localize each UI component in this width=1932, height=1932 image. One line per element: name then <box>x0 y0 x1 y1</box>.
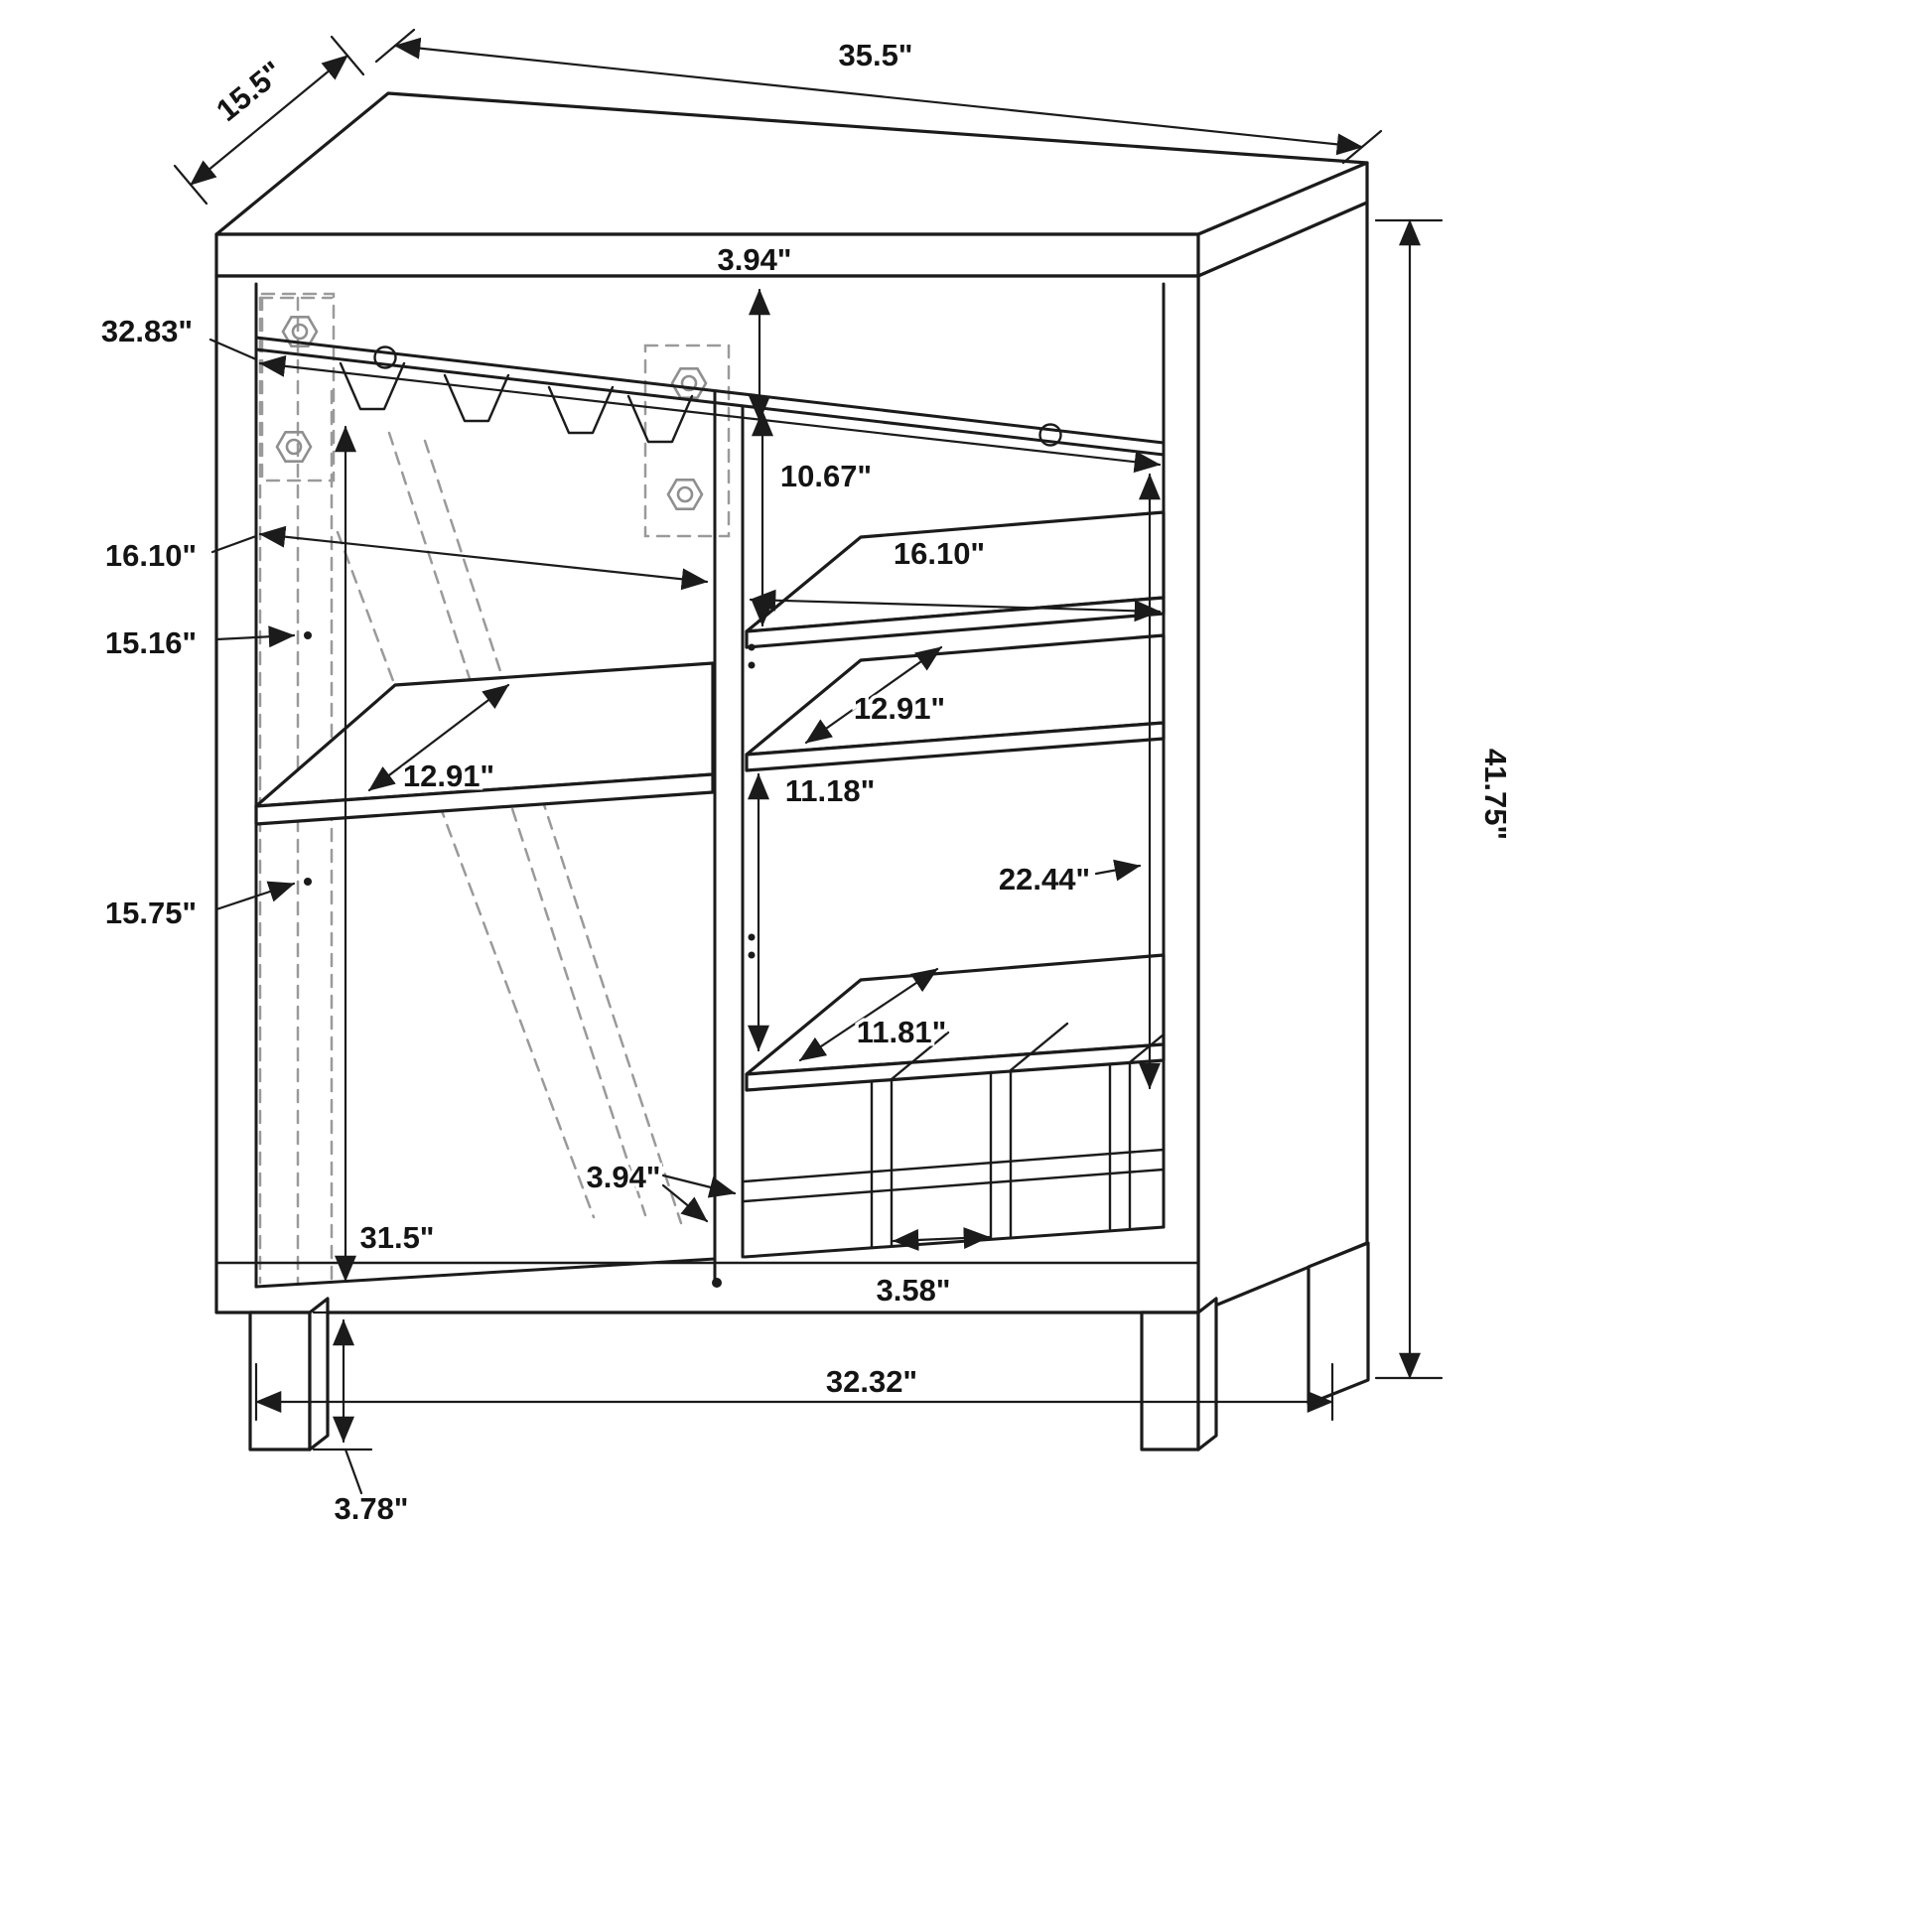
dim-left-opening-width-label: 16.10" <box>105 538 197 573</box>
dim-top-rail-height-label: 3.94" <box>717 242 791 277</box>
dim-door-panel-upper-label: 15.16" <box>105 625 197 660</box>
dimension-lines <box>173 28 1444 1495</box>
hex-bolt-icon <box>666 478 704 511</box>
dim-overall-height-label: 41.75" <box>1478 749 1513 840</box>
dim-right-opening-width-label: 16.10" <box>894 536 985 571</box>
wine-slot-grid <box>743 1022 1166 1249</box>
dim-door-panel-lower-label: 15.75" <box>105 896 197 930</box>
dim-top-width-label: 35.5" <box>838 38 912 72</box>
dim-left-shelf-depth-label: 12.91" <box>403 759 494 793</box>
door-guide <box>712 1278 722 1288</box>
cabinet-right-side-panel <box>1196 201 1369 1314</box>
front-right-leg <box>1140 1297 1218 1451</box>
dim-right-shelf-depth-label: 12.91" <box>854 691 945 726</box>
cabinet-legs <box>248 1241 1370 1451</box>
hex-bolt-icon <box>281 315 319 348</box>
dim-bottom-shelf-depth-label: 11.81" <box>857 1015 947 1049</box>
dim-right-shelf-gap-label: 11.18" <box>785 773 876 808</box>
dim-leg-height-label: 3.78" <box>334 1491 408 1526</box>
cabinet-top-face <box>214 91 1369 236</box>
back-right-leg <box>1307 1241 1370 1406</box>
dim-center-divider-label: 3.94" <box>586 1160 660 1194</box>
dim-left-interior-height-label: 31.5" <box>359 1220 434 1255</box>
dim-right-top-gap-label: 10.67" <box>780 459 872 493</box>
dim-top-depth-label: 15.5" <box>209 55 289 128</box>
dim-interior-width-label: 32.83" <box>101 314 193 348</box>
dim-base-width-label: 32.32" <box>826 1364 917 1399</box>
dim-wine-slot-width-label: 3.58" <box>876 1273 950 1308</box>
dim-right-interior-height-label: 22.44" <box>999 862 1090 897</box>
countertop-front-edge <box>214 232 1200 278</box>
front-left-leg <box>248 1297 330 1451</box>
